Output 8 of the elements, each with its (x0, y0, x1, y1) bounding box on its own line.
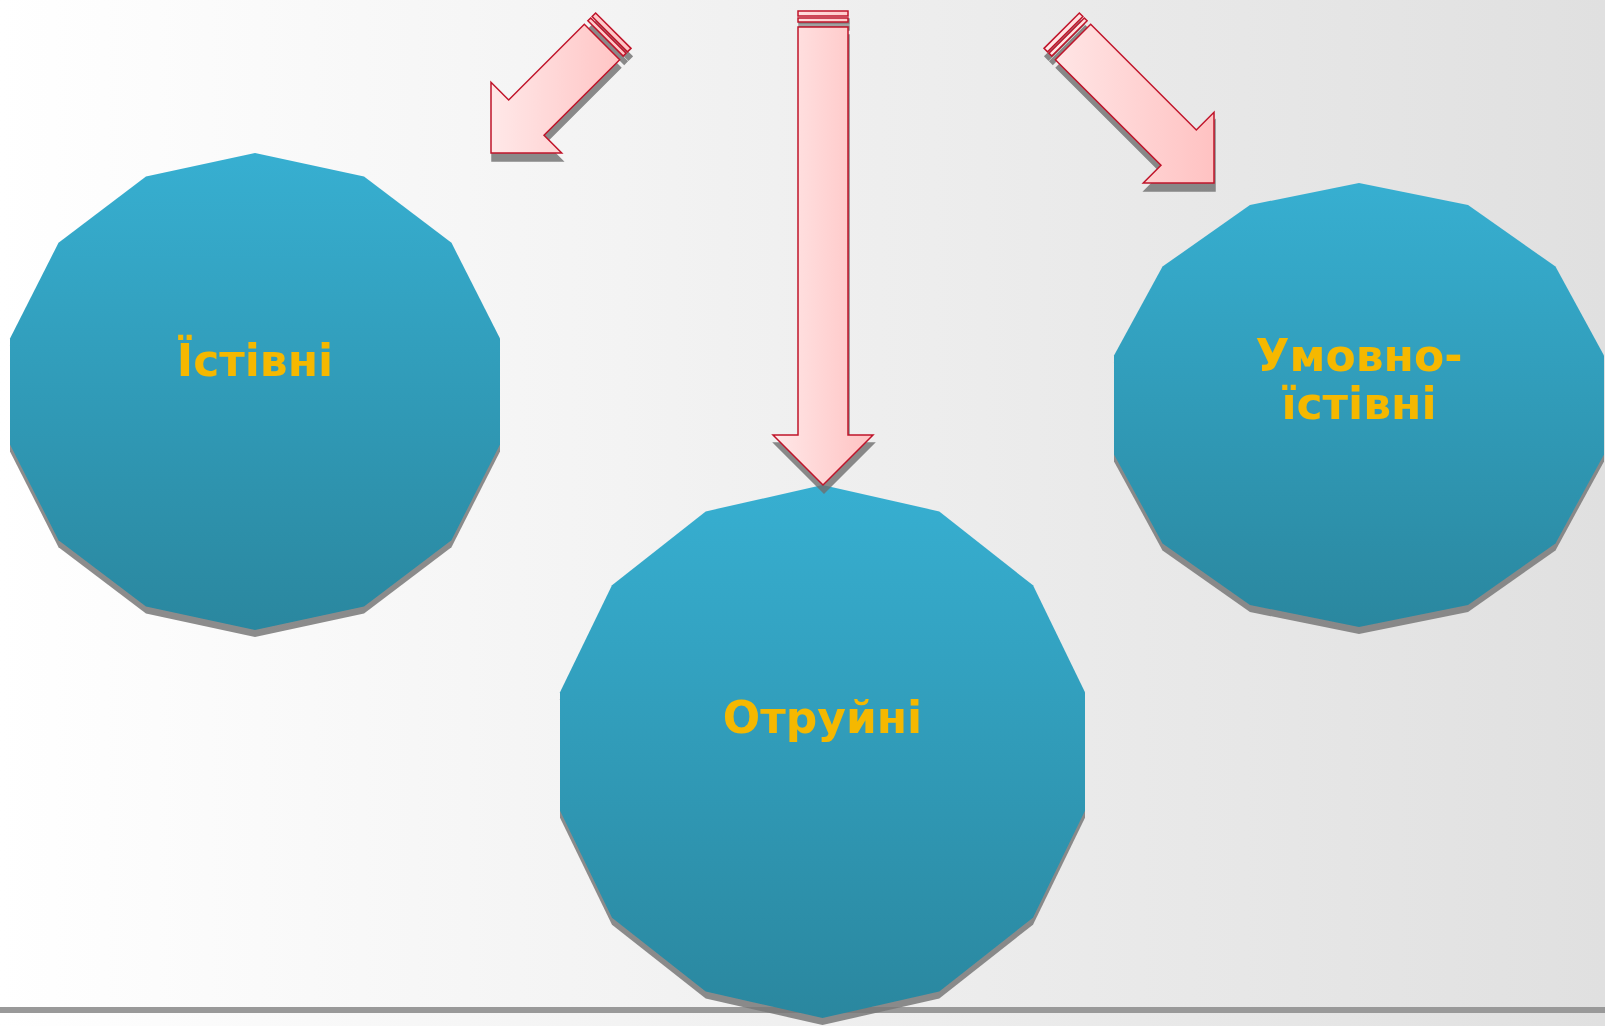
block-arrow (1042, 11, 1215, 184)
block-arrow (771, 10, 875, 487)
polygon-shape (560, 485, 1085, 1018)
polygon-shape (1114, 183, 1604, 627)
polygon-shape (10, 153, 500, 630)
node-label: Отруйні (722, 694, 923, 743)
block-arrow (490, 11, 633, 154)
node-label: Умовно-їстівні (1254, 331, 1464, 429)
